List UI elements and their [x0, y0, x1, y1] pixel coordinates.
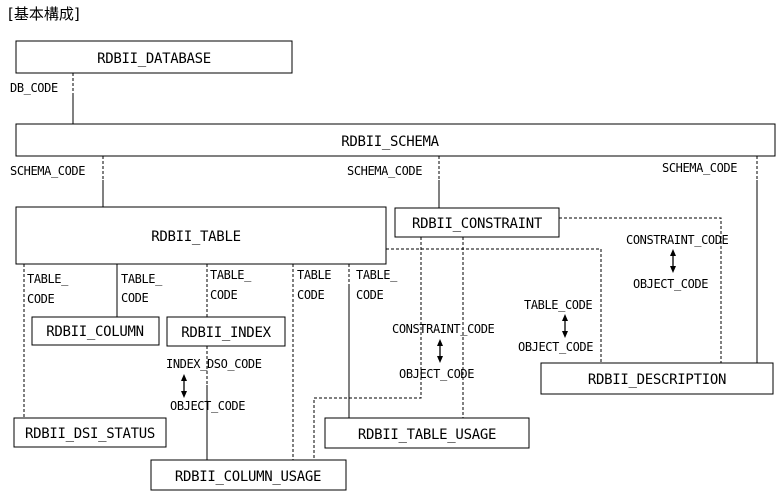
- label-table-code-description: TABLE_CODE: [524, 298, 592, 312]
- entity-schema: RDBII_SCHEMA: [15, 123, 776, 157]
- entity-column-usage: RDBII_COLUMN_USAGE: [150, 459, 347, 491]
- entity-description-label: RDBII_DESCRIPTION: [588, 372, 726, 388]
- label-table-code-tableusage-2: CODE: [356, 288, 383, 302]
- label-table-code-columnusage-2: CODE: [297, 288, 324, 302]
- entity-column-usage-label: RDBII_COLUMN_USAGE: [175, 469, 321, 485]
- label-object-code-4: OBJECT_CODE: [170, 399, 245, 413]
- table-description-route: [386, 248, 602, 363]
- double-arrow-icon: [181, 374, 187, 398]
- label-index-dso-code: INDEX_DSO_CODE: [166, 357, 262, 371]
- double-arrow-icon: [562, 314, 568, 338]
- entity-table-label: RDBII_TABLE: [151, 229, 240, 245]
- diagram-title: [基本構成]: [8, 5, 80, 23]
- label-schema-code-description: SCHEMA_CODE: [662, 161, 737, 175]
- entity-index-label: RDBII_INDEX: [181, 325, 271, 341]
- label-table-code-column-2: CODE: [121, 291, 148, 305]
- double-arrow-icon: [437, 339, 443, 363]
- label-constraint-code-1: CONSTRAINT_CODE: [392, 322, 495, 336]
- label-table-code-dsi-1: TABLE_: [27, 272, 69, 286]
- entity-dsi-status: RDBII_DSI_STATUS: [13, 417, 167, 448]
- entity-index: RDBII_INDEX: [166, 316, 286, 347]
- entity-description: RDBII_DESCRIPTION: [540, 362, 774, 395]
- entity-column: RDBII_COLUMN: [31, 316, 160, 346]
- entity-table-usage-label: RDBII_TABLE_USAGE: [358, 427, 496, 443]
- label-object-code-2: OBJECT_CODE: [518, 340, 593, 354]
- label-object-code-1: OBJECT_CODE: [399, 367, 474, 381]
- entity-column-label: RDBII_COLUMN: [46, 324, 144, 340]
- label-table-code-dsi-2: CODE: [27, 292, 54, 306]
- entity-constraint-label: RDBII_CONSTRAINT: [412, 216, 543, 232]
- label-table-code-index-2: CODE: [210, 288, 237, 302]
- constraint-description-route: [559, 217, 722, 363]
- entity-database-label: RDBII_DATABASE: [97, 51, 211, 67]
- label-db-code: DB_CODE: [10, 81, 58, 95]
- label-constraint-code-2: CONSTRAINT_CODE: [626, 233, 729, 247]
- entity-table: RDBII_TABLE: [15, 206, 387, 265]
- label-table-code-column-1: TABLE_: [121, 272, 163, 286]
- entity-table-usage: RDBII_TABLE_USAGE: [324, 417, 530, 449]
- label-schema-code-constraint: SCHEMA_CODE: [347, 164, 422, 178]
- label-table-code-tableusage-1: TABLE_: [356, 268, 398, 282]
- entity-schema-label: RDBII_SCHEMA: [341, 134, 439, 150]
- entity-constraint: RDBII_CONSTRAINT: [394, 207, 560, 238]
- label-table-code-columnusage-1: TABLE: [297, 268, 331, 282]
- label-schema-code-table: SCHEMA_CODE: [10, 164, 85, 178]
- entity-database: RDBII_DATABASE: [15, 40, 293, 74]
- label-object-code-3: OBJECT_CODE: [633, 277, 708, 291]
- connectors: [23, 73, 758, 460]
- label-table-code-index-1: TABLE_: [210, 268, 252, 282]
- constraint-columnusage-route: [313, 237, 422, 460]
- double-arrow-icon: [670, 249, 676, 273]
- entity-dsi-status-label: RDBII_DSI_STATUS: [25, 426, 155, 442]
- relationship-arrows: [181, 249, 676, 398]
- connector-labels: DB_CODE SCHEMA_CODE SCHEMA_CODE SCHEMA_C…: [10, 81, 738, 413]
